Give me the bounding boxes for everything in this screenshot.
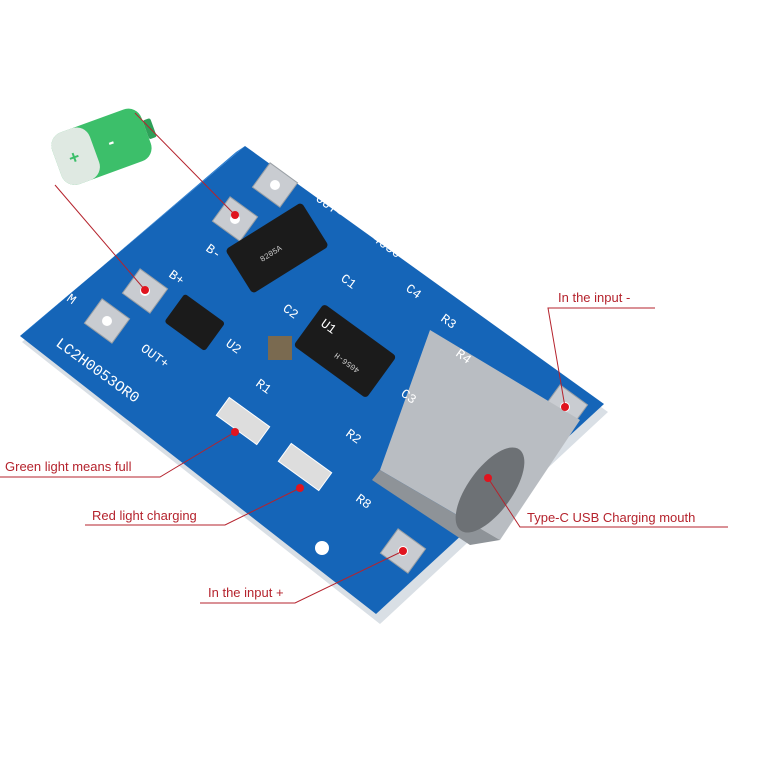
mount-hole <box>315 541 329 555</box>
chip-u2 <box>165 294 225 351</box>
silk-u2: U2 <box>223 336 244 357</box>
silk-c2: C2 <box>280 301 301 322</box>
label-red-light: Red light charging <box>92 508 197 523</box>
label-type-c: Type-C USB Charging mouth <box>527 510 696 525</box>
chip-tp4056 <box>294 305 396 397</box>
chip-dw01 <box>226 203 328 293</box>
capacitor <box>268 336 292 360</box>
red-led <box>277 442 333 492</box>
battery-icon: - + <box>51 108 157 185</box>
usb-c-connector <box>372 330 580 545</box>
silk-r3: R3 <box>438 311 459 332</box>
annotation-lines <box>0 112 728 604</box>
label-green-light: Green light means full <box>5 459 132 474</box>
silk-r2: R2 <box>343 426 364 447</box>
label-input-negative: In the input - <box>558 290 631 305</box>
silk-b-minus: B- <box>203 241 224 262</box>
annotation-dots <box>141 211 569 555</box>
label-input-positive: In the input + <box>208 585 284 600</box>
silk-r8: R8 <box>353 491 374 512</box>
silk-c3: C3 <box>398 386 419 407</box>
